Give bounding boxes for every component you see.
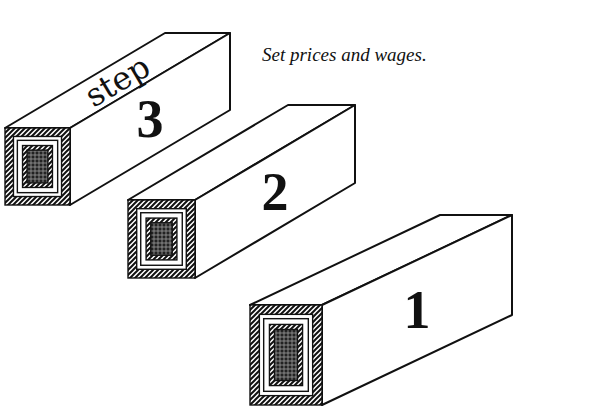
block-side xyxy=(322,215,512,405)
quilt-square xyxy=(13,136,61,196)
quilt-square xyxy=(23,146,53,188)
quilt-square xyxy=(264,319,309,392)
quilt-square xyxy=(141,213,183,266)
quilt-square xyxy=(259,314,312,395)
step-number: 2 xyxy=(262,165,289,219)
step-caption: Set prices and wages. xyxy=(262,44,427,67)
quilt-square xyxy=(137,209,187,270)
quilt-square xyxy=(146,218,177,260)
quilt-square xyxy=(274,329,297,380)
quilt-square xyxy=(27,150,48,183)
quilt-square xyxy=(250,305,322,405)
step-number: 1 xyxy=(404,283,431,337)
block-outline xyxy=(250,215,512,405)
quilt-square xyxy=(128,200,195,278)
step-number: 3 xyxy=(137,92,164,146)
step-block: 1 xyxy=(250,215,512,405)
quilt-square xyxy=(151,223,172,255)
quilt-square xyxy=(269,324,302,385)
quilt-square xyxy=(17,140,57,192)
quilt-square xyxy=(5,128,70,205)
block-side xyxy=(195,105,355,278)
